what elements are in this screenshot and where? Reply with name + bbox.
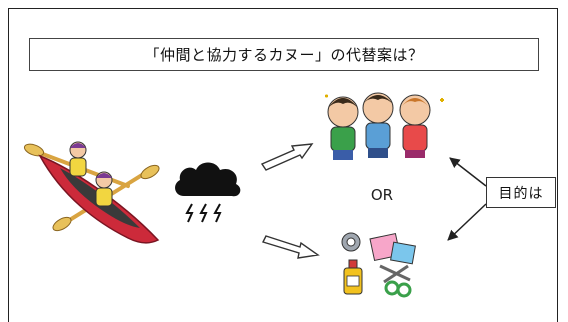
or-label: OR [370, 186, 394, 204]
purpose-arrow-up [449, 157, 487, 187]
slide-title: 「仲間と協力するカヌー」の代替案は？ [29, 38, 539, 71]
slide-frame [8, 8, 558, 322]
purpose-arrow-down [447, 203, 487, 241]
arrow-to-friends [260, 143, 314, 171]
craft-supplies-icon [341, 232, 416, 298]
purpose-box: 目的は [486, 177, 556, 208]
canoe-icon [23, 141, 160, 244]
friends-running-icon [325, 92, 444, 160]
arrow-to-crafts [262, 235, 320, 259]
thundercloud-icon [175, 162, 241, 223]
